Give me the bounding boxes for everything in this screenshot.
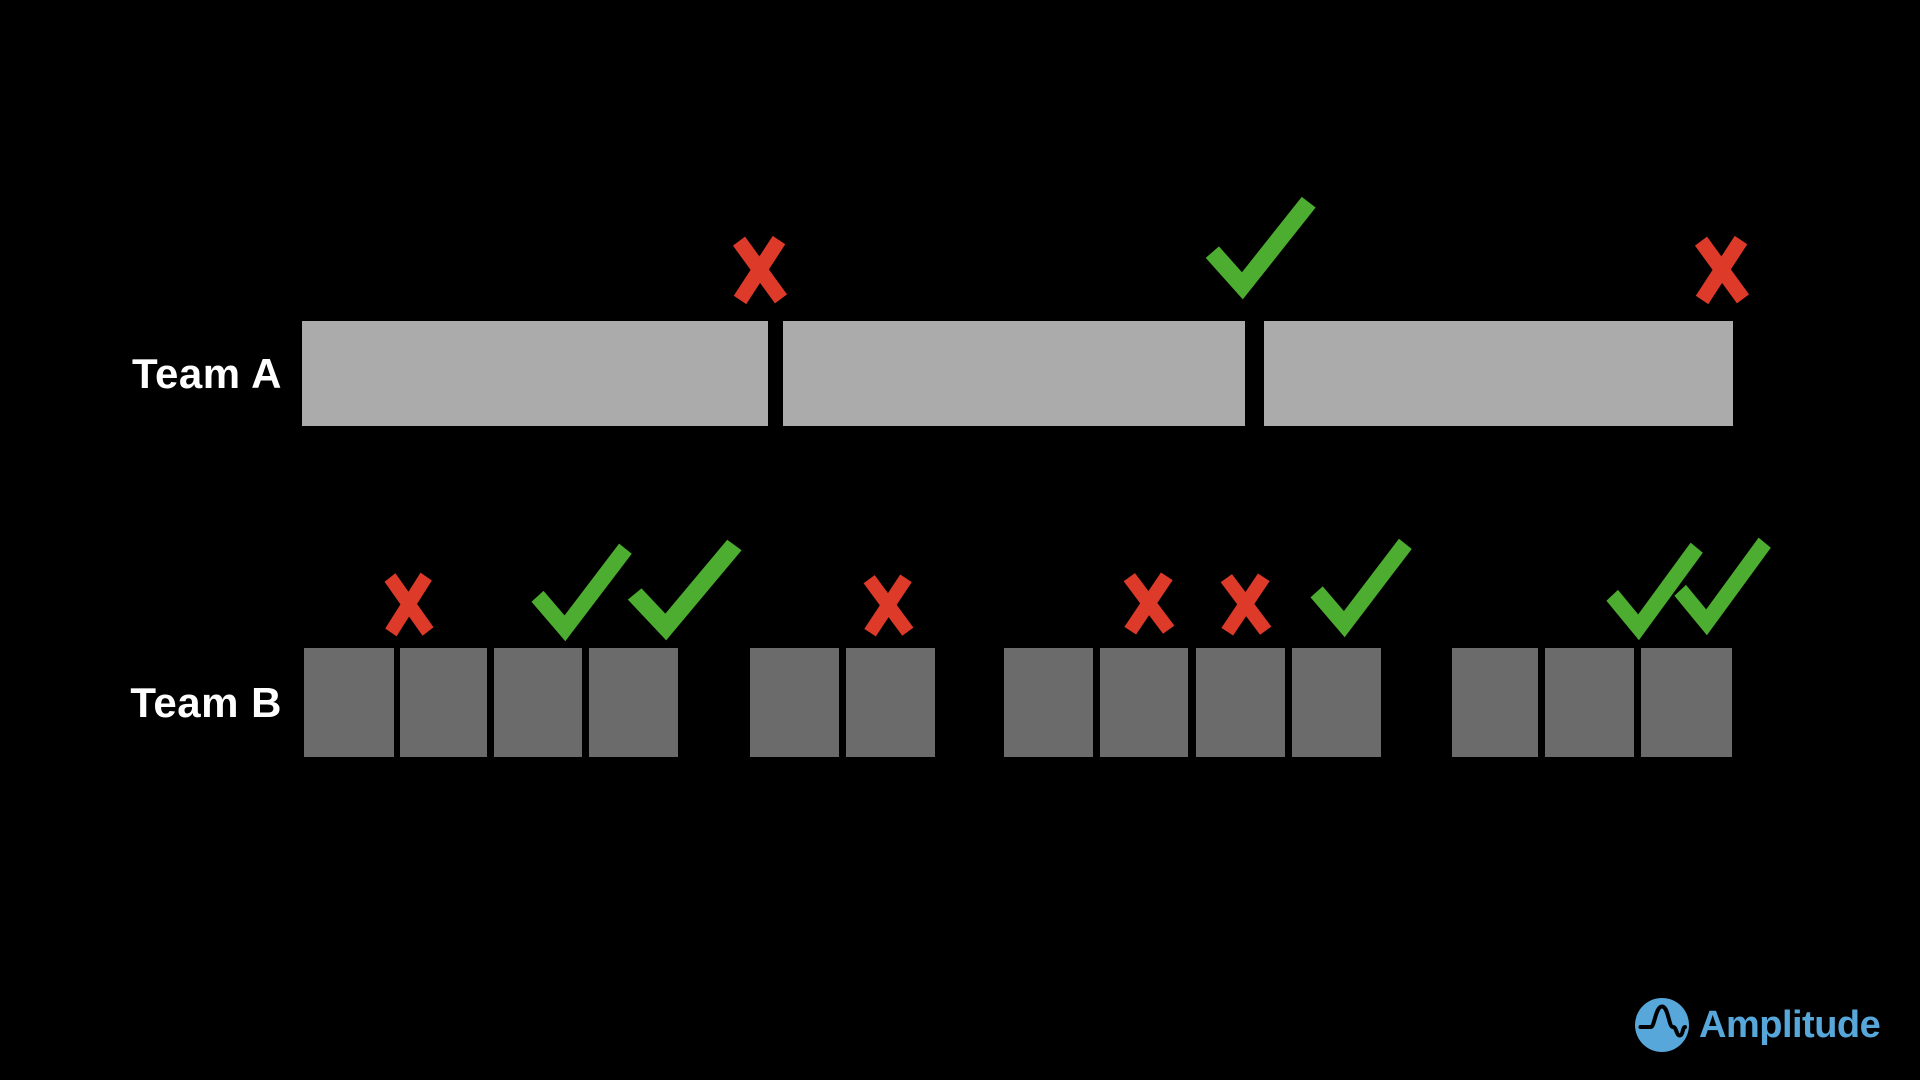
team-b-label: Team B xyxy=(130,678,282,726)
team-a-release-segment xyxy=(302,321,768,426)
amplitude-wordmark: Amplitude xyxy=(1699,1004,1881,1046)
pass-check-icon xyxy=(1606,542,1703,640)
pass-check-icon xyxy=(1674,537,1771,635)
fail-x-icon xyxy=(1220,573,1272,636)
team-b-release-segment xyxy=(1641,648,1732,757)
fail-x-icon xyxy=(1123,572,1175,635)
team-b-release-segment xyxy=(1004,648,1093,757)
pass-check-icon xyxy=(531,543,632,641)
team-b-release-segment xyxy=(1292,648,1381,757)
team-b-release-segment xyxy=(846,648,935,757)
team-b-release-segment xyxy=(589,648,678,757)
team-b-release-segment xyxy=(1452,648,1538,757)
pass-check-icon xyxy=(1205,196,1316,300)
team-a-release-segment xyxy=(783,321,1245,426)
fail-x-icon xyxy=(384,572,434,637)
team-b-release-segment xyxy=(1100,648,1188,757)
fail-x-icon xyxy=(863,574,913,637)
team-b-release-segment xyxy=(1545,648,1634,757)
team-a-release-segment xyxy=(1264,321,1733,426)
team-a-label: Team A xyxy=(131,349,282,397)
team-b-release-segment xyxy=(400,648,487,757)
team-b-release-segment xyxy=(1196,648,1285,757)
fail-x-icon xyxy=(1694,235,1750,304)
team-b-release-segment xyxy=(494,648,582,757)
fail-x-icon xyxy=(732,235,788,304)
team-b-release-segment xyxy=(750,648,839,757)
amplitude-logo-icon xyxy=(1635,998,1689,1052)
pass-check-icon xyxy=(1309,538,1412,638)
team-b-release-segment xyxy=(304,648,394,757)
pass-check-icon xyxy=(627,539,742,641)
amplitude-logo: Amplitude xyxy=(1634,997,1881,1053)
